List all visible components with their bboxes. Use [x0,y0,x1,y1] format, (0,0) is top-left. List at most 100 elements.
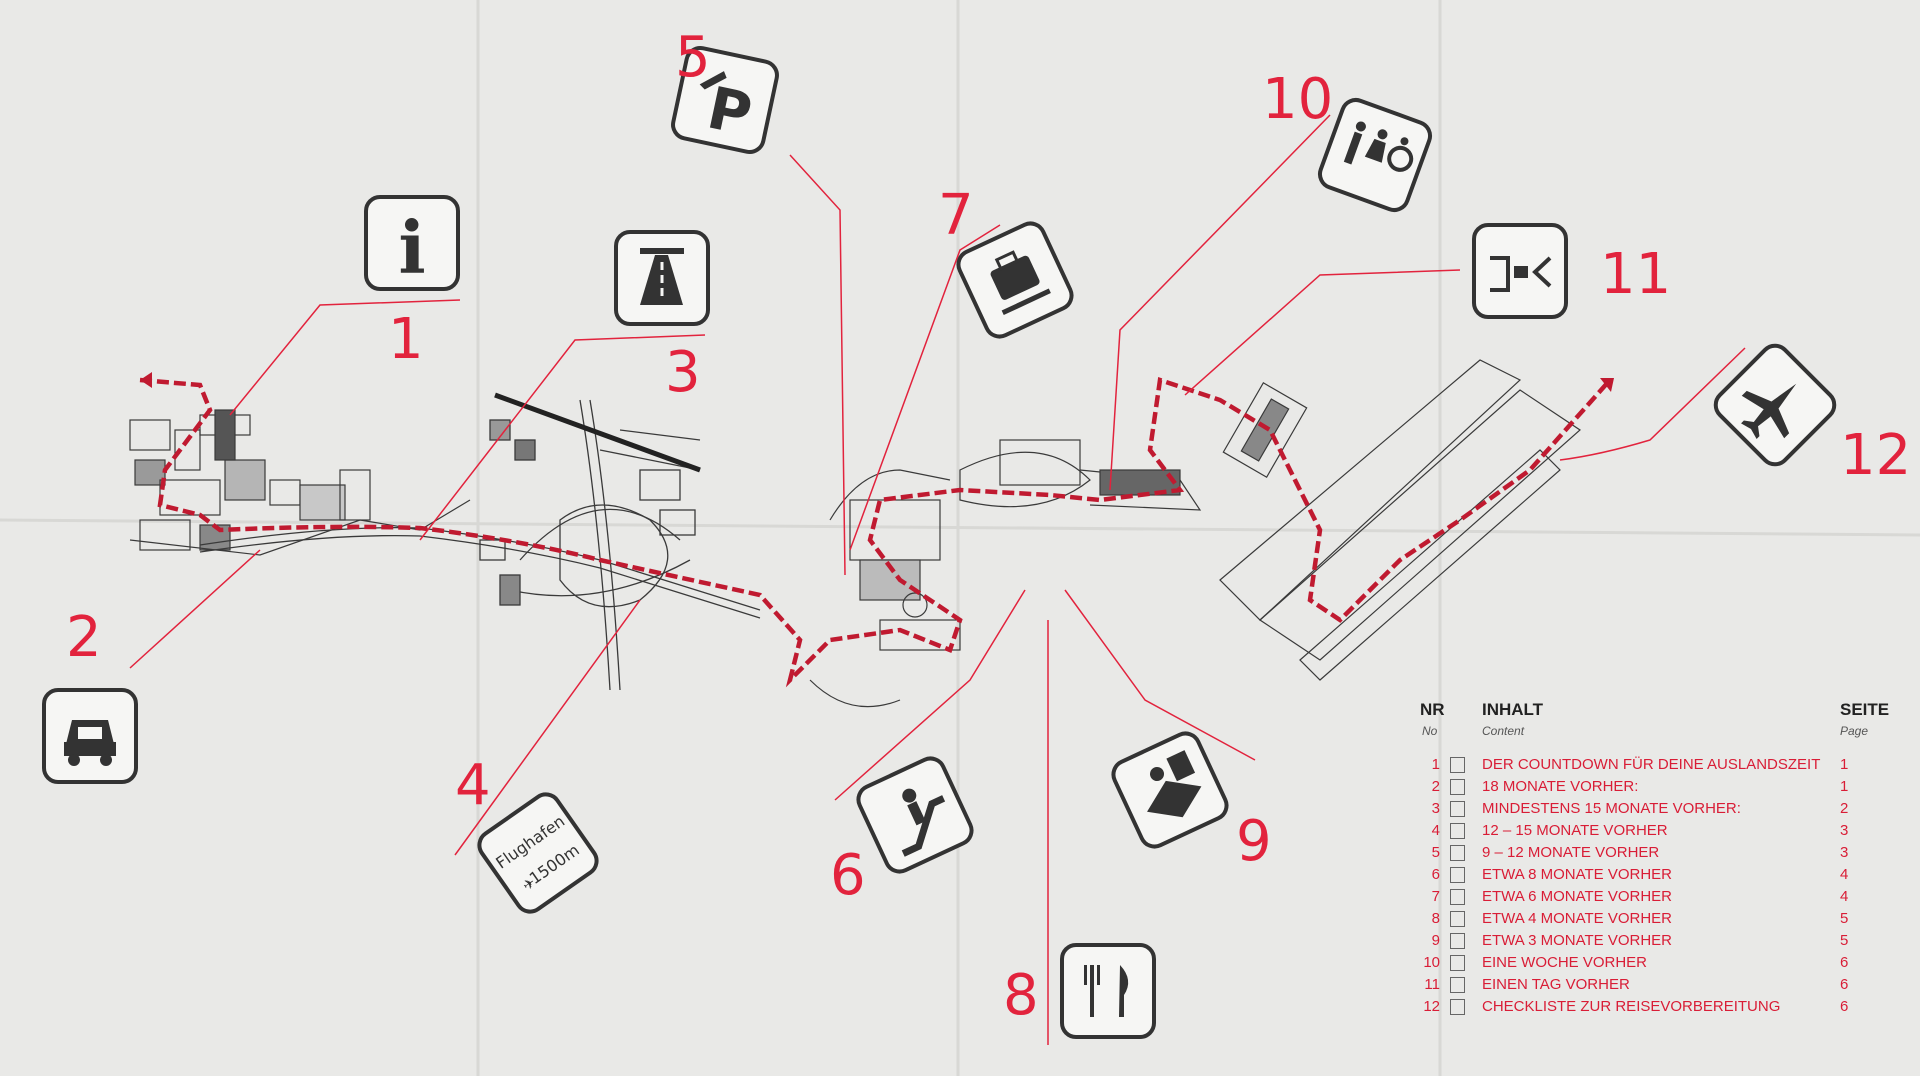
toc-row[interactable]: 12 CHECKLISTE ZUR REISEVORBEREITUNG 6 [1412,998,1852,1019]
route-path [139,377,1612,688]
toc-header-seite: SEITE [1840,700,1890,719]
toc-row[interactable]: 1 DER COUNTDOWN FÜR DEINE AUSLANDSZEIT 1 [1412,756,1852,777]
motorway-icon [1450,801,1465,817]
toc-row[interactable]: 8 ETWA 4 MONATE VORHER 5 [1412,910,1852,931]
escalator-icon [856,756,974,874]
toc-header-seite-en: Page [1840,724,1869,738]
toc-row[interactable]: 4 12 – 15 MONATE VORHER 3 [1412,822,1852,843]
toc-row-number: 10 [1423,954,1440,971]
map-sketch-runways [1219,359,1581,681]
toc-row-number: 7 [1431,888,1440,905]
toc-row-number: 8 [1431,910,1440,927]
baggage-icon [1450,889,1465,905]
toc-row-number: 12 [1423,998,1440,1015]
stop-number-11: 11 [1600,242,1672,307]
toc-row-number: 3 [1431,800,1440,817]
stop-number-9: 9 [1236,809,1272,874]
toc-row-page: 6 [1840,976,1849,993]
toc-row-number: 1 [1431,756,1440,773]
toc-row[interactable]: 9 ETWA 3 MONATE VORHER 5 [1412,932,1852,953]
stop-number-4: 4 [455,753,491,818]
map-sketch-town [129,409,471,556]
toc-row-page: 5 [1840,932,1849,949]
toc-header-inhalt: INHALT [1482,700,1544,719]
toc-row-text: EINEN TAG VORHER [1482,976,1630,993]
toc-row[interactable]: 6 ETWA 8 MONATE VORHER 4 [1412,866,1852,887]
toc-row-text: EINE WOCHE VORHER [1482,954,1648,971]
parking-icon [1450,845,1465,861]
toc-row-page: 6 [1840,998,1849,1015]
toc-row-number: 5 [1431,844,1440,861]
car-icon [42,688,138,784]
toc-header-nr-en: No [1422,724,1438,738]
toc-row[interactable]: 3 MINDESTENS 15 MONATE VORHER: 2 [1412,800,1852,821]
info-icon [1450,757,1465,773]
toc-row[interactable]: 11 EINEN TAG VORHER 6 [1412,976,1852,997]
toc-row[interactable]: 5 9 – 12 MONATE VORHER 3 [1412,844,1852,865]
departure-icon [1713,343,1837,467]
toc-row[interactable]: 7 ETWA 6 MONATE VORHER 4 [1412,888,1852,909]
map-sketch-terminal [809,439,1202,708]
check-in-icon [1450,933,1465,949]
stop-number-8: 8 [1003,963,1039,1028]
toc-row-page: 4 [1840,866,1849,883]
toc-row-text: MINDESTENS 15 MONATE VORHER: [1482,800,1741,817]
stop-number-12: 12 [1840,423,1912,488]
toc-row-number: 2 [1431,778,1440,795]
toc-row[interactable]: 2 18 MONATE VORHER: 1 [1412,778,1852,799]
airport-road-sign-icon: Flughafen 1500m ✈ [477,792,599,914]
toc-row-page: 1 [1840,778,1849,795]
restroom-icon [1450,955,1465,971]
toc-row-text: 18 MONATE VORHER: [1482,778,1639,795]
toc-row-page: 4 [1840,888,1849,905]
stop-number-3: 3 [665,340,701,405]
escalator-icon [1450,867,1465,883]
baggage-icon [956,221,1074,339]
toc-row-text: ETWA 6 MONATE VORHER [1482,888,1673,905]
toc-row-text: 12 – 15 MONATE VORHER [1482,822,1668,839]
stop-number-10: 10 [1262,67,1334,132]
airport-road-sign-icon [1450,823,1465,839]
route-start-arrow-icon [140,372,152,388]
boarding-bridge-icon [1472,223,1568,319]
stop-number-7: 7 [938,183,974,248]
restaurant-icon [1450,911,1465,927]
toc-row[interactable]: 10 EINE WOCHE VORHER 6 [1412,954,1852,975]
toc-row-number: 11 [1424,976,1440,993]
toc-row-text: ETWA 4 MONATE VORHER [1482,910,1673,927]
stop-number-6: 6 [830,843,866,908]
toc-row-text: ETWA 3 MONATE VORHER [1482,932,1673,949]
toc-row-text: 9 – 12 MONATE VORHER [1482,844,1660,861]
toc-row-number: 6 [1431,866,1440,883]
info-icon: i [364,195,460,291]
toc-row-page: 5 [1840,910,1849,927]
toc-header-nr: NR [1420,700,1445,719]
toc-row-page: 3 [1840,822,1849,839]
toc-row-number: 4 [1431,822,1440,839]
toc-row-text: DER COUNTDOWN FÜR DEINE AUSLANDSZEIT [1482,756,1821,773]
toc-row-text: ETWA 8 MONATE VORHER [1482,866,1673,883]
restaurant-icon [1060,943,1156,1039]
leader-lines [129,114,1746,1045]
check-in-icon [1111,731,1229,849]
toc-row-page: 1 [1840,756,1849,773]
stop-number-2: 2 [66,605,102,670]
toc-row-page: 2 [1840,800,1849,817]
svg-text:i: i [398,205,425,290]
stop-number-1: 1 [388,307,424,372]
toc-row-text: CHECKLISTE ZUR REISEVORBEREITUNG [1482,998,1781,1015]
toc-row-page: 6 [1840,954,1849,971]
toc-row-page: 3 [1840,844,1849,861]
toc-header-inhalt-en: Content [1482,724,1525,738]
toc-row-number: 9 [1431,932,1440,949]
map-sketch-roads [199,392,761,691]
route-arrowhead-icon [1600,378,1614,392]
motorway-icon [614,230,710,326]
stop-number-5: 5 [675,25,711,90]
boarding-bridge-icon [1450,977,1465,993]
car-icon [1450,779,1465,795]
parking-icon: P [671,46,779,154]
departure-icon [1450,999,1465,1015]
restroom-icon [1317,97,1433,213]
